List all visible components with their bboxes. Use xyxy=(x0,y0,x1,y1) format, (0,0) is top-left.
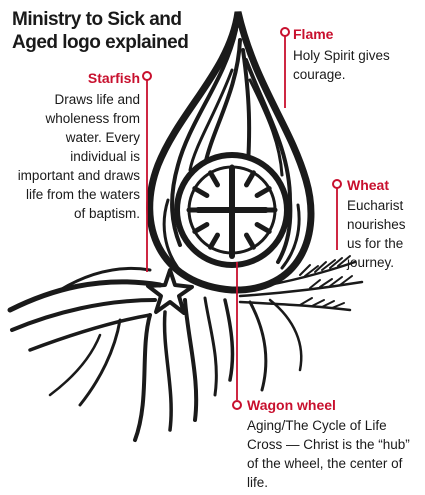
water-lines xyxy=(7,266,303,442)
flame-description: Holy Spirit gives courage. xyxy=(293,48,390,82)
wheat-description: Eucharist nourishes us for the journey. xyxy=(347,198,406,270)
starfish-description: Draws life and wholeness from water. Eve… xyxy=(17,92,140,221)
wagon-wheel-description: Aging/The Cycle of Life Cross — Christ i… xyxy=(247,418,410,490)
page-title: Ministry to Sick and Aged logo explained xyxy=(12,9,189,53)
wagon-wheel-shape xyxy=(174,152,290,268)
wagon-wheel-label: Wagon wheel xyxy=(247,397,336,413)
flame-label: Flame xyxy=(293,26,334,42)
callout-lines xyxy=(142,27,342,410)
wheat-shape xyxy=(238,255,364,312)
cross-shape xyxy=(195,165,269,259)
flame-shape xyxy=(146,11,315,294)
starfish-label: Starfish xyxy=(87,70,140,86)
wheat-label: Wheat xyxy=(347,177,389,193)
